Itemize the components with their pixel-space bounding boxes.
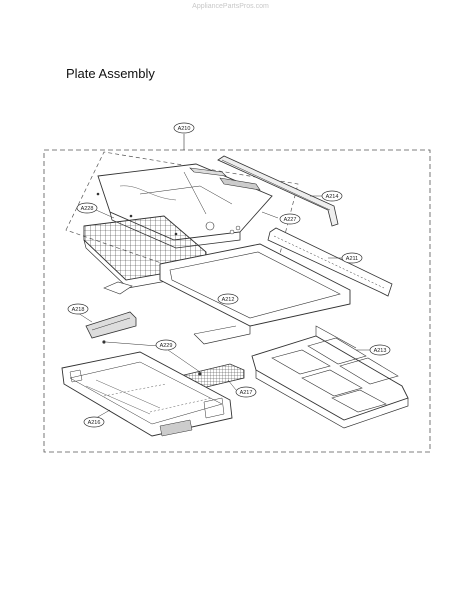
callout-a227-label: A227 — [284, 217, 297, 223]
callout-a229-label: A229 — [160, 343, 173, 349]
base-tray-part — [61, 351, 233, 437]
callout-a211-label: A211 — [346, 256, 358, 262]
callout-a210: A210 — [173, 122, 195, 150]
callout-a228-label: A228 — [81, 206, 94, 212]
callout-a213-label: A213 — [374, 348, 387, 354]
cover-subassembly-outline — [65, 151, 299, 301]
callout-a228: A228 — [76, 202, 115, 219]
callout-a218: A218 — [67, 303, 93, 323]
callout-a212: A212 — [217, 293, 239, 305]
hot-plate-base-part — [251, 325, 409, 429]
assembly-boundary — [43, 149, 431, 453]
callout-a214-label: A214 — [326, 194, 339, 200]
top-rail-part — [217, 155, 339, 227]
callout-a217-label: A217 — [240, 390, 253, 396]
callout-a211: A211 — [328, 252, 363, 264]
latch-part — [103, 281, 133, 295]
side-rail-part — [267, 227, 393, 297]
callout-a212-label: A212 — [222, 297, 235, 303]
callout-a227: A227 — [261, 211, 301, 225]
glass-plate-frame-part — [159, 243, 351, 345]
watermark: AppliancePartsPros.com — [192, 3, 269, 10]
callout-a214: A214 — [310, 190, 343, 202]
callout-a217: A217 — [227, 379, 257, 398]
bracket-part — [85, 311, 137, 339]
page-title: Plate Assembly — [66, 66, 155, 81]
callout-a210-label: A210 — [178, 126, 191, 132]
callout-a218-label: A218 — [72, 307, 85, 313]
callout-a216: A216 — [83, 409, 111, 428]
callout-a229: A229 — [155, 339, 177, 351]
callout-a216-label: A216 — [88, 420, 101, 426]
rail-clips — [96, 167, 261, 236]
callout-a213: A213 — [356, 344, 391, 356]
